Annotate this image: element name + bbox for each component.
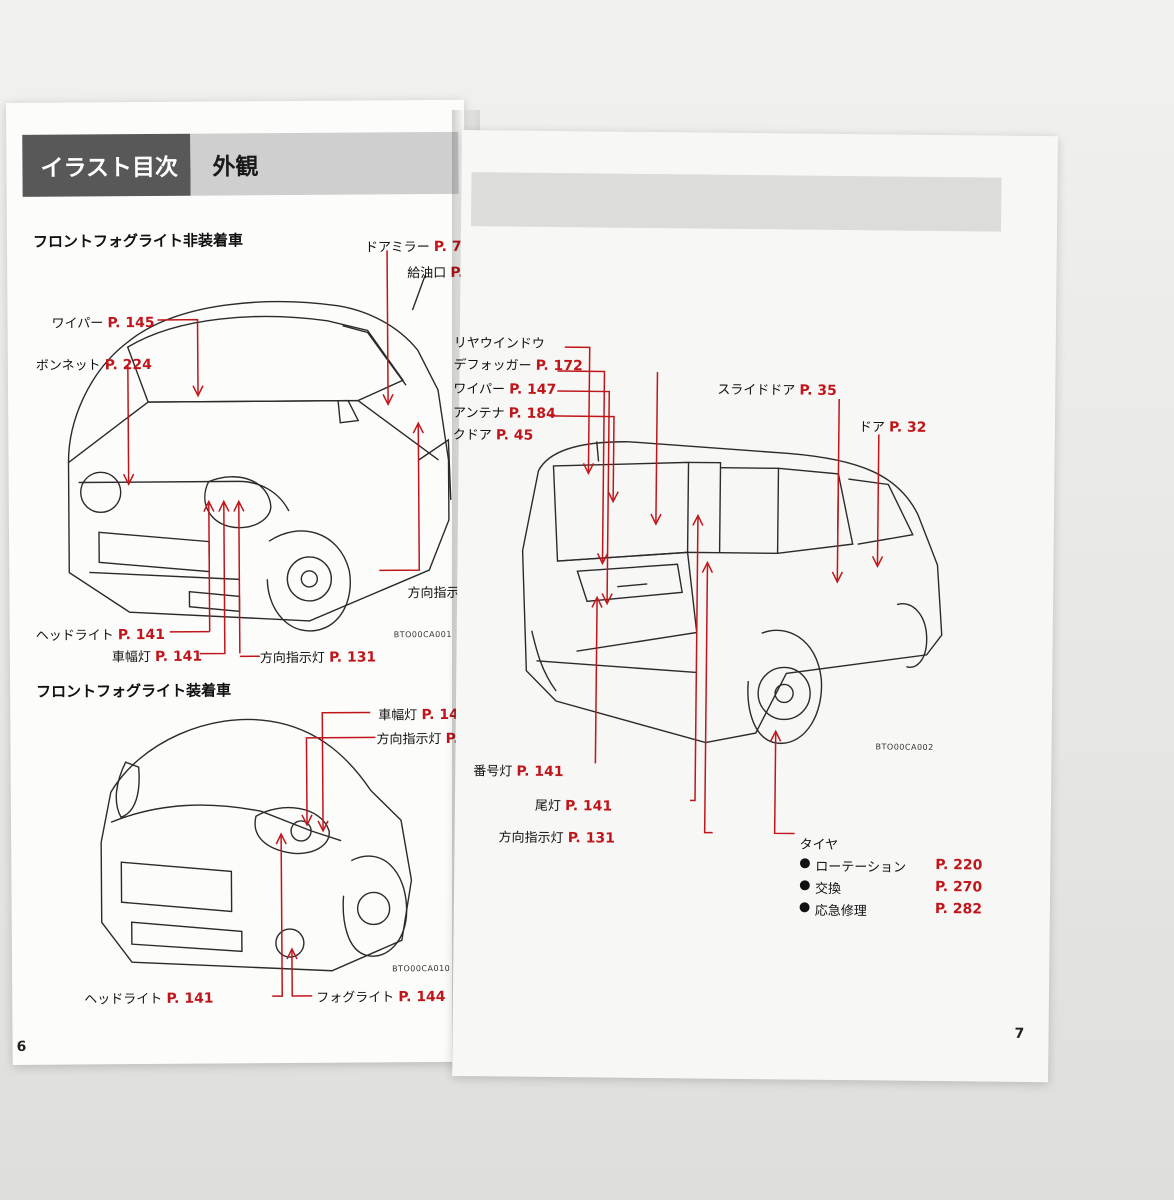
tire-info: タイヤ ● ローテーション P. 220 ● 交換 P. 270 ● 応急修理 … [799,834,983,924]
label-headlight: ヘッドライト P. 141 [35,626,166,644]
bleed-through-header [470,172,1002,232]
tire-title: タイヤ [799,837,839,853]
diagram1-code: BTO00CA001 [393,629,452,640]
label-fog-light: フォグライト P. 144 [316,988,446,1006]
tire-item-rotation: ● ローテーション P. 220 [799,855,983,876]
label-defogger: デフォッガー P. 172 [453,357,583,375]
label-slide-door: スライドドア P. 35 [717,382,837,399]
label-rear-window: リヤウインドウ [453,335,545,352]
label-bonnet: ボンネット P. 224 [35,356,152,374]
page-number-left: 6 [16,1038,27,1055]
tire-item-repair: ● 応急修理 P. 282 [798,899,983,920]
diagram1-title: フロントフォグライト非装着車 [32,231,244,251]
tire-item-replacement: ● 交換 P. 270 [799,877,983,898]
diagram3-code: BTO00CA002 [875,742,934,752]
label-wiper: ワイパー P. 145 [51,314,155,332]
label-antenna: アンテナ P. 184 [452,405,556,422]
label-door: ドア P. 32 [858,419,927,436]
page-title: 外観 [190,131,459,196]
page-number-right: 7 [1014,1025,1025,1042]
label-tail-light: 尾灯 P. 141 [534,798,613,815]
diagram2-code: BTO00CA010 [392,963,451,974]
label-rear-wiper: ワイパー P. 147 [453,381,557,399]
label-headlight-2: ヘッドライト P. 141 [84,990,214,1008]
left-page: イラスト目次 外観 フロントフォグライト非装着車 [6,99,490,1065]
label-rear-turn-signal: 方向指示灯 P. 131 [498,830,615,847]
label-turn-signal: 方向指示灯 P. 131 [259,649,377,667]
label-back-door: クドア P. 45 [452,427,534,444]
diagram2-title: フロントフォグライト装着車 [36,681,232,701]
rear-car-illustration [521,346,943,835]
section-header: イラスト目次 [22,133,191,197]
label-clearance-light: 車幅灯 P. 141 [111,648,203,666]
label-license-light: 番号灯 P. 141 [473,763,564,781]
right-page: リヤウインドウ デフォッガー P. 172 ワイパー P. 147 アンテナ P… [452,130,1058,1083]
